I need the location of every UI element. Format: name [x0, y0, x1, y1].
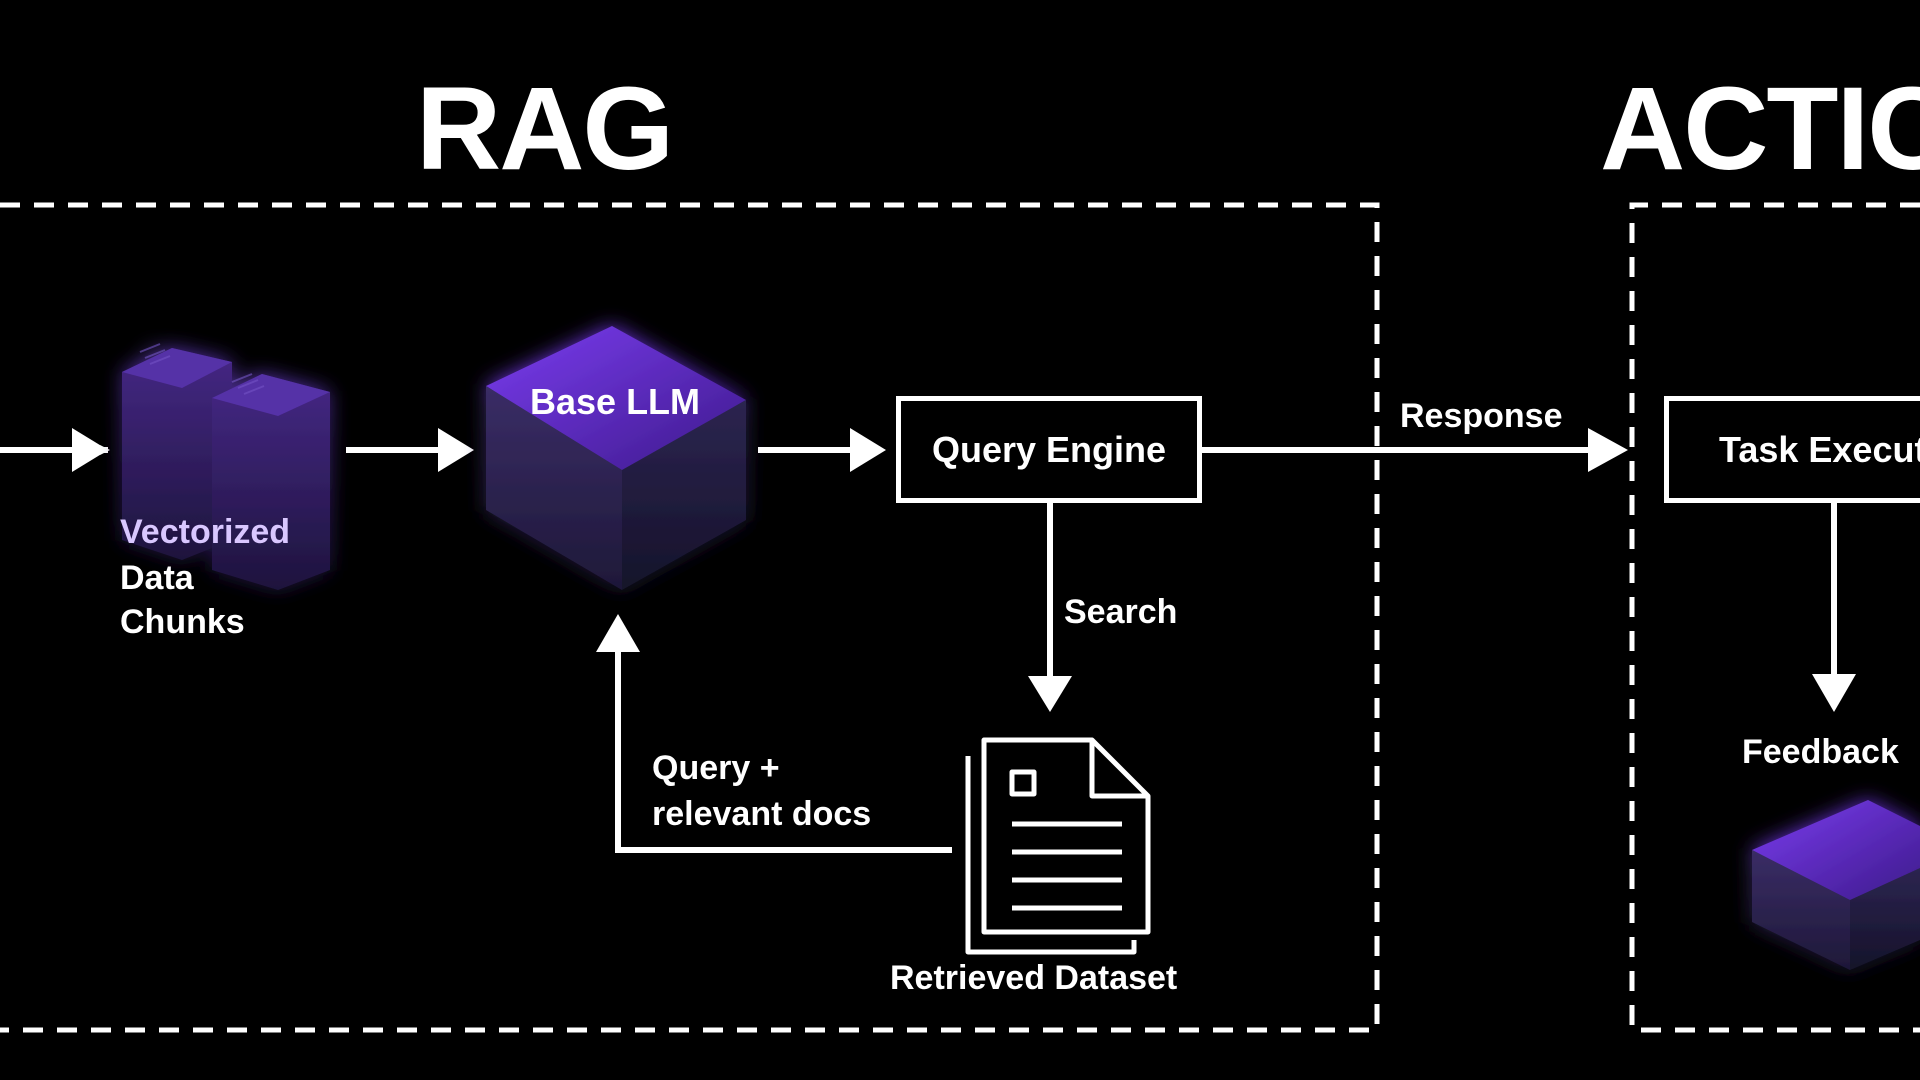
query-engine-label: Query Engine: [931, 428, 1167, 470]
action-cube: [1752, 800, 1920, 970]
vectorized-label-line2: Data: [120, 559, 194, 597]
arrow-vectorized-to-llm-head: [438, 428, 474, 472]
query-engine-box: Query Engine: [896, 396, 1202, 503]
arrow-search-head: [1028, 676, 1072, 712]
action-section-border: [1629, 202, 1920, 1033]
search-label: Search: [1064, 593, 1178, 631]
retrieved-dataset-label: Retrieved Dataset: [890, 959, 1178, 997]
arrow-feedback-head: [1812, 674, 1856, 712]
arrow-response-head: [1588, 428, 1628, 472]
rag-section-title: RAG: [416, 63, 674, 195]
vectorized-servers-icon: [122, 343, 330, 590]
task-execution-label: Task Executi: [1719, 428, 1920, 470]
document-icon: [965, 737, 1151, 955]
base-llm-label: Base LLM: [530, 381, 701, 422]
arrow-query-docs-shaft: [615, 650, 952, 853]
action-section-title: ACTIC: [1600, 63, 1920, 195]
arrow-llm-to-query-engine-head: [850, 428, 886, 472]
response-label: Response: [1400, 397, 1563, 435]
vectorized-label-line1: Vectorized: [120, 513, 291, 551]
feedback-label: Feedback: [1742, 733, 1899, 771]
arrow-into-vectorized-head: [72, 428, 108, 472]
query-docs-label-line2: relevant docs: [652, 795, 872, 833]
rag-section-border: [0, 202, 1380, 1033]
task-execution-box: Task Executi: [1664, 396, 1920, 503]
query-docs-label-line1: Query +: [652, 749, 780, 787]
vectorized-label-line3: Chunks: [120, 603, 245, 641]
arrow-query-docs-head: [596, 614, 640, 652]
base-llm-cube: [486, 326, 746, 590]
